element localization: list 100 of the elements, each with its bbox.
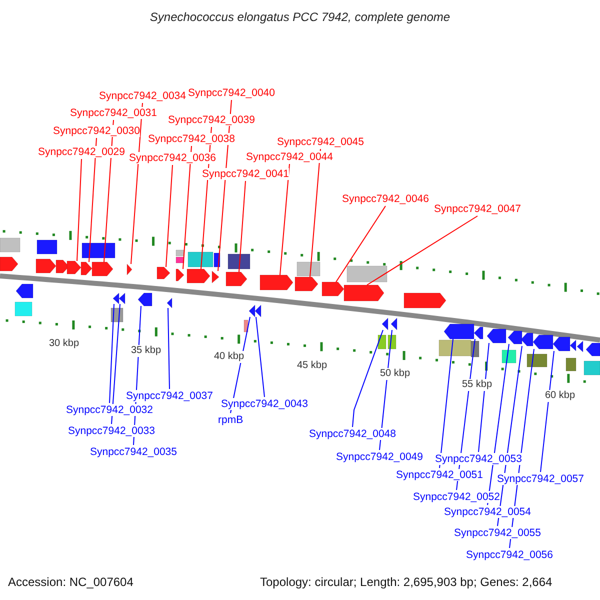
gene-feature [138,292,152,306]
gene-feature [56,260,70,274]
scale-label: 35 kbp [131,345,162,357]
gene-feature [322,282,344,296]
gene-feature [382,318,388,330]
gene-label: Synpcc7942_0030 [53,125,140,137]
gene-block [36,240,58,254]
gene-label: Synpcc7942_0043 [221,398,308,410]
leader-line [168,308,170,390]
leader-line [540,350,554,472]
gene-feature [226,272,248,286]
leader-line [439,338,454,468]
leader-line [166,164,173,268]
gene-label: Synpcc7942_0057 [497,473,584,485]
leader-line [111,304,120,424]
gene-feature [118,292,126,304]
gene-label: rpmB [218,414,244,426]
gene-block [14,302,32,316]
gene-block [176,250,184,256]
gene-feature [508,330,522,344]
gene-feature [532,334,554,350]
gene-block [584,360,600,376]
scale-label: 50 kbp [380,368,410,380]
gene-block [502,350,516,364]
gene-label: Synpcc7942_0044 [246,151,333,163]
gene-feature [0,256,18,272]
gene-label: Synpcc7942_0055 [454,527,541,539]
leader-line [366,216,478,286]
scale-label: 45 kbp [297,360,328,372]
leader-line [336,206,386,282]
gene-label: Synpcc7942_0048 [309,428,396,440]
footer-text: Topology: circular; Length: 2,695,903 bp; Genes: 2,664 [260,575,552,589]
leader-line [182,146,192,270]
gene-label: Synpcc7942_0029 [38,146,125,158]
gene-feature [16,284,34,298]
leader-line [88,138,97,262]
scale-label: 30 kbp [49,338,80,350]
gene-feature [576,340,584,352]
gene-feature [126,264,132,276]
leader-line [280,164,290,276]
gene-block [0,238,20,252]
gene-block [346,266,388,282]
gene-label: Synpcc7942_0054 [444,506,531,518]
gene-label: Synpcc7942_0036 [129,152,216,164]
gene-block [82,242,116,258]
gene-label: Synpcc7942_0049 [336,451,423,463]
gene-label: Synpcc7942_0038 [148,133,235,145]
scale-label: 60 kbp [545,390,576,402]
leader-line [478,342,490,452]
leader-line [487,344,510,506]
gene-feature [248,304,256,318]
gene-feature [176,268,184,282]
gene-label: Synpcc7942_0031 [70,107,157,119]
gene-feature [486,328,506,344]
gene-block [526,354,548,368]
gene-feature [260,274,294,290]
gene-feature [66,260,82,274]
gene-feature [92,262,114,276]
gene-feature [112,292,120,304]
gene-feature [294,276,318,292]
gene-label: Synpcc7942_0053 [435,453,522,465]
gene-label: Synpcc7942_0051 [396,469,483,481]
scale-label: 55 kbp [462,379,492,391]
gene-block [296,262,320,276]
footer-text: Accession: NC_007604 [8,575,134,589]
gene-label: Synpcc7942_0041 [202,168,289,180]
gene-feature [36,258,56,274]
gene-label: Synpcc7942_0047 [434,203,521,215]
gene-feature [166,298,172,308]
gene-block [244,320,248,332]
gene-feature [80,262,92,276]
gene-block [438,340,472,356]
gene-feature [586,342,600,356]
scale-label: 40 kbp [214,351,244,363]
gene-label: Synpcc7942_0046 [342,193,429,205]
gene-feature [520,332,534,346]
gene-feature [404,292,446,308]
gene-block [176,256,184,264]
gene-feature [254,304,262,318]
gene-block [188,252,214,268]
leader-line [76,158,82,262]
gene-block [566,358,576,372]
leader-line [310,148,321,278]
leader-line [352,330,384,428]
gene-label: Synpcc7942_0037 [126,390,213,402]
gene-label: Synpcc7942_0040 [188,87,275,99]
gene-feature [390,318,398,330]
gene-label: Synpcc7942_0034 [99,90,186,102]
leader-line [238,180,246,272]
gene-feature [156,266,170,280]
gene-label: Synpcc7942_0032 [66,404,153,416]
gene-label: Synpcc7942_0039 [168,114,255,126]
leader-line [256,316,265,398]
gene-block [228,254,250,270]
diagram-title: Synechococcus elongatus PCC 7942, complete genome [148,10,452,24]
gene-label: Synpcc7942_0035 [90,446,177,458]
leader-line [109,304,114,404]
gene-label: Synpcc7942_0056 [466,549,553,561]
gene-block [378,334,386,350]
gene-label: Synpcc7942_0045 [277,136,364,148]
